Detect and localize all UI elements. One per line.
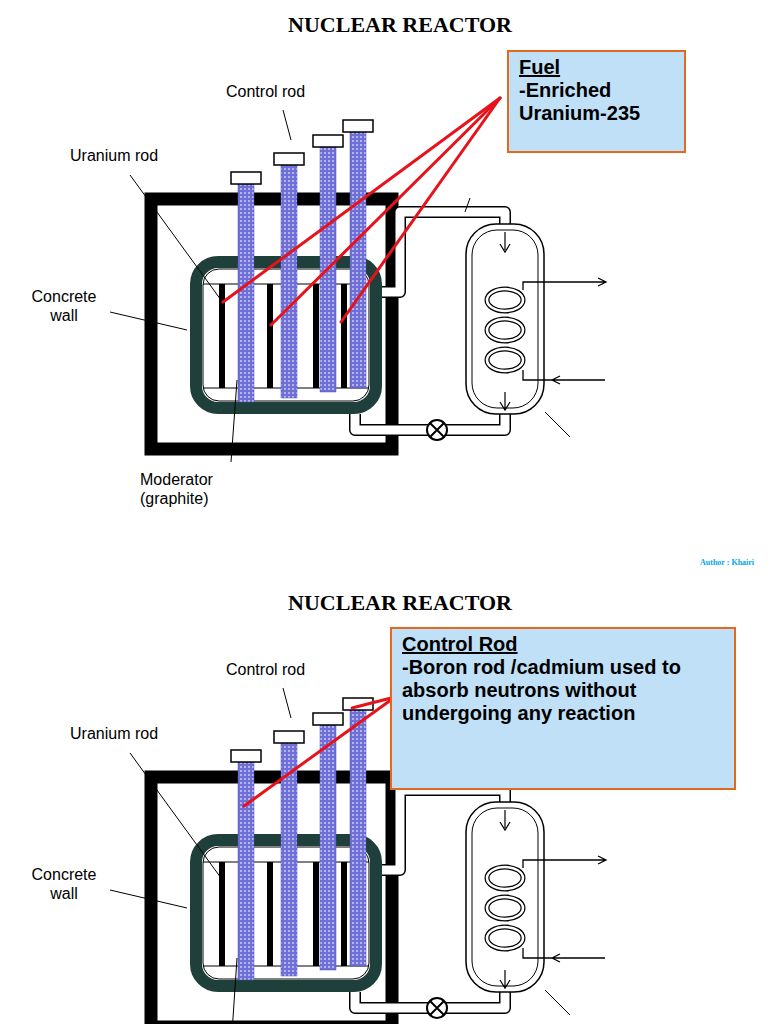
- control-rod: [281, 165, 297, 398]
- steam-coil: [487, 319, 523, 341]
- control-rod: [320, 725, 336, 970]
- control-rod-cap: [231, 750, 261, 762]
- part-label: Control rod: [226, 660, 346, 679]
- leader-line: [283, 688, 291, 718]
- leader-line: [545, 990, 570, 1015]
- leader-line: [231, 380, 237, 462]
- part-label: Moderator (graphite): [140, 470, 240, 508]
- steam-coil: [487, 289, 523, 311]
- heat-exchanger: [466, 224, 544, 414]
- leader-line: [283, 110, 291, 140]
- callout-box: Fuel-Enriched Uranium-235: [507, 50, 686, 153]
- slide-title: NUCLEAR REACTOR: [200, 590, 600, 616]
- callout-pointer: [244, 697, 395, 806]
- pump-symbol: [427, 420, 447, 440]
- leader-line: [110, 890, 187, 908]
- callout-pointer: [341, 98, 500, 322]
- leader-line: [130, 175, 221, 300]
- control-rod-cap: [231, 172, 261, 184]
- steam-coil: [487, 897, 523, 919]
- uranium-rod: [267, 862, 273, 966]
- uranium-rod: [341, 862, 347, 966]
- control-rod: [238, 762, 254, 980]
- uranium-rod: [341, 284, 347, 388]
- uranium-rod: [267, 284, 273, 388]
- pump-symbol: [427, 998, 447, 1018]
- steam-coil: [487, 867, 523, 889]
- callout-body: -Boron rod /cadmium used to absorb neutr…: [402, 656, 726, 725]
- uranium-rod: [313, 862, 319, 966]
- leader-line: [231, 958, 237, 1024]
- leader-line: [465, 198, 470, 212]
- heat-exchanger: [472, 808, 538, 986]
- control-rod: [238, 184, 254, 402]
- control-rod-cap: [274, 153, 304, 165]
- callout-box: Control Rod-Boron rod /cadmium used to a…: [390, 627, 736, 790]
- steam-coil: [487, 319, 523, 341]
- uranium-rod: [313, 284, 319, 388]
- leader-line: [545, 412, 570, 437]
- control-rod-cap: [313, 713, 343, 725]
- control-rod: [350, 710, 366, 966]
- part-label: Concrete wall: [18, 287, 110, 325]
- heat-exchanger: [466, 802, 544, 992]
- control-rod-cap: [313, 135, 343, 147]
- pump-symbol: [430, 423, 444, 437]
- callout-pointer: [271, 98, 500, 325]
- part-label: Uranium rod: [70, 146, 190, 165]
- control-rod-cap: [274, 731, 304, 743]
- part-label: Concrete wall: [18, 865, 110, 903]
- steam-coil: [487, 349, 523, 371]
- callout-heading: Fuel: [519, 56, 676, 79]
- steam-pipe: [523, 278, 606, 384]
- leader-line: [130, 753, 221, 878]
- slide-title: NUCLEAR REACTOR: [200, 12, 600, 38]
- callout-pointer: [352, 697, 395, 708]
- callout-heading: Control Rod: [402, 633, 726, 656]
- steam-coil: [487, 867, 523, 889]
- uranium-rod: [219, 862, 225, 966]
- heat-exchanger: [472, 230, 538, 408]
- control-rod: [350, 132, 366, 388]
- author-note: Author : Khairi: [700, 558, 766, 567]
- leader-line: [110, 312, 187, 330]
- steam-coil: [487, 349, 523, 371]
- part-label: Control rod: [226, 82, 346, 101]
- control-rod-cap: [343, 120, 373, 132]
- steam-coil: [487, 897, 523, 919]
- pump-symbol: [430, 1001, 444, 1015]
- steam-pipe: [523, 856, 606, 962]
- steam-coil: [487, 927, 523, 949]
- steam-coil: [487, 927, 523, 949]
- reactor-drawing: [110, 110, 606, 462]
- part-label: Uranium rod: [70, 724, 190, 743]
- callout-pointer: [223, 98, 500, 302]
- callout-body: -Enriched Uranium-235: [519, 79, 676, 125]
- steam-coil: [487, 289, 523, 311]
